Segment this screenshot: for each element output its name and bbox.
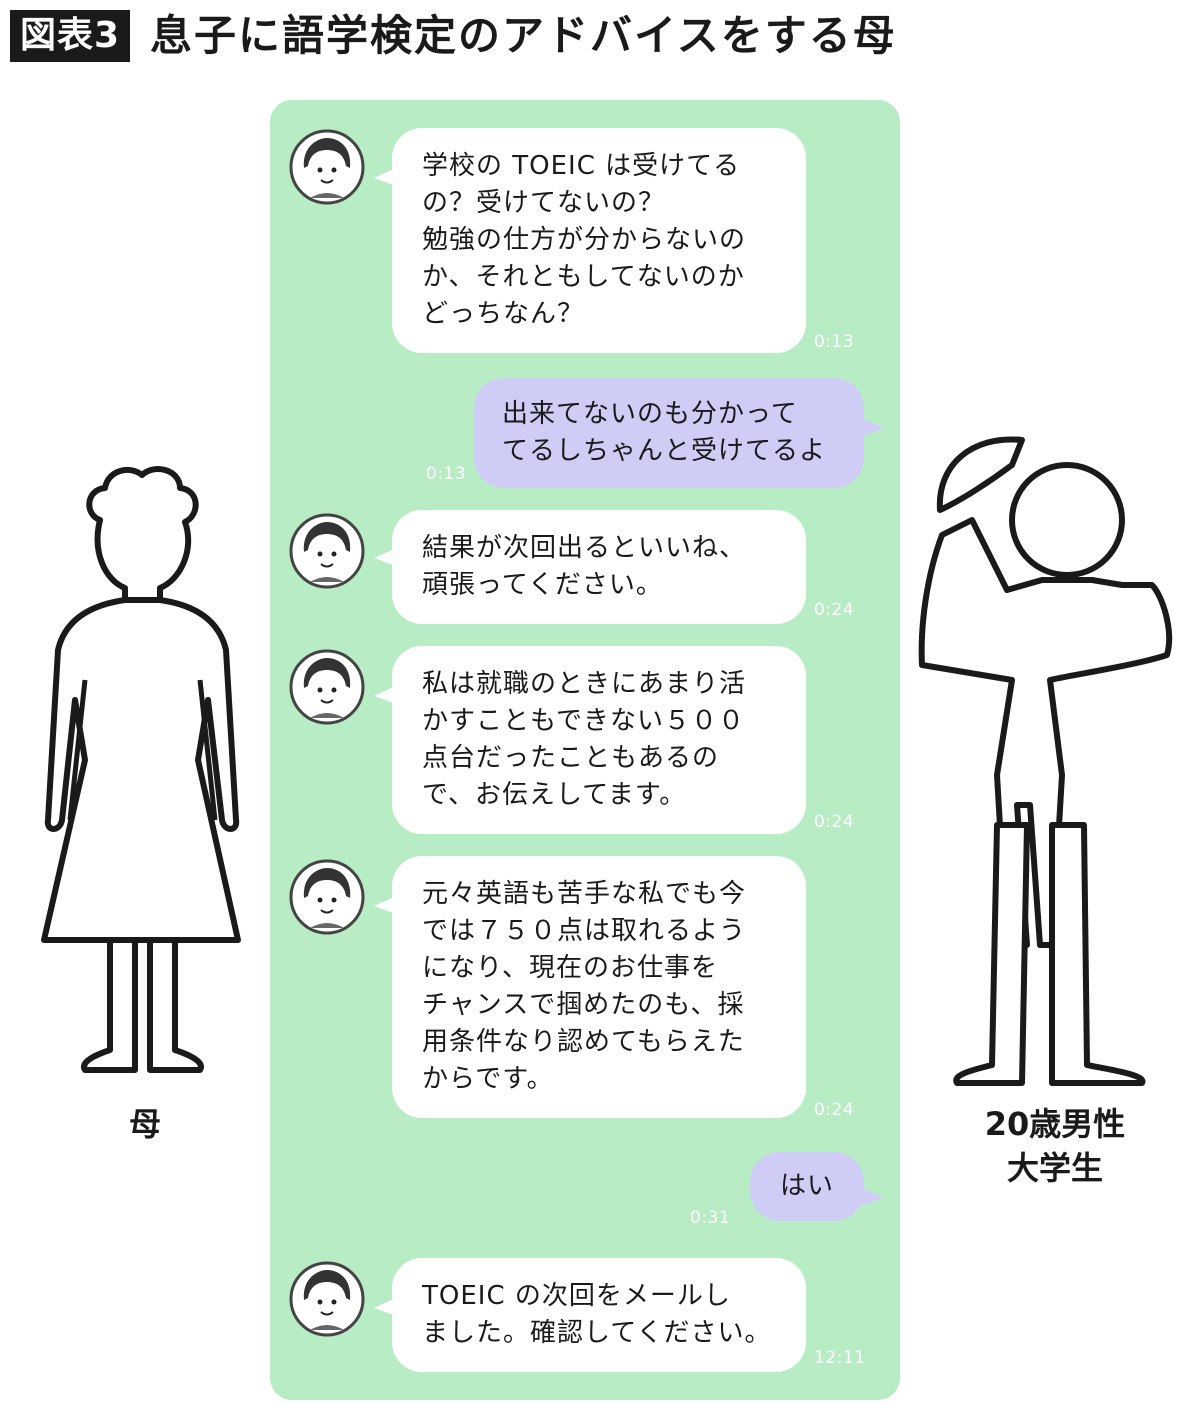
message-bubble-1: 学校の TOEIC は受けてる の？受けてないの？ 勉強の仕方が分からないの か… [392,128,806,353]
message-time-6: 0:31 [690,1208,731,1228]
mother-avatar-icon [289,859,365,935]
message-bubble-4: 私は就職のときにあまり活 かすこともできない５００ 点台だったこともあるの で、… [392,646,806,834]
message-bubble-6: はい [749,1152,864,1221]
bubble-tail [374,548,396,566]
message-time-1: 0:13 [814,332,855,352]
figure-title: 息子に語学検定のアドバイスをする母 [150,11,897,60]
son-label: 20歳男性 大学生 [984,1105,1126,1187]
message-time-7: 12:11 [814,1348,866,1368]
mother-avatar-icon [289,129,365,205]
message-time-4: 0:24 [814,812,855,832]
chat-panel: 学校の TOEIC は受けてる の？受けてないの？ 勉強の仕方が分からないの か… [270,100,900,1400]
message-bubble-5: 元々英語も苦手な私でも今 では７５０点は取れるよう になり、現在のお仕事を チャ… [392,856,806,1118]
mother-avatar-icon [289,1261,365,1337]
message-bubble-2: 出来てないのも分かって てるしちゃんと受けてるよ [474,378,864,488]
mother-figure-icon [41,466,241,1073]
message-time-3: 0:24 [814,600,855,620]
message-bubble-3: 結果が次回出るといいね、 頑張ってください。 [392,510,806,624]
message-time-5: 0:24 [814,1100,855,1120]
bubble-tail [862,418,884,436]
mother-avatar-icon [289,513,365,589]
son-figure-icon [918,436,1173,1086]
bubble-tail [374,168,396,186]
message-time-2: 0:13 [426,464,467,484]
bubble-tail [862,1188,884,1206]
mother-label: 母 [128,1105,161,1143]
bubble-tail [374,686,396,704]
bubble-tail [374,896,396,914]
bubble-tail [374,1298,396,1316]
figure-tag: 図表3 [10,10,131,62]
message-bubble-7: TOEIC の次回をメールし ました。確認してください。 [392,1258,806,1372]
mother-avatar-icon [289,649,365,725]
